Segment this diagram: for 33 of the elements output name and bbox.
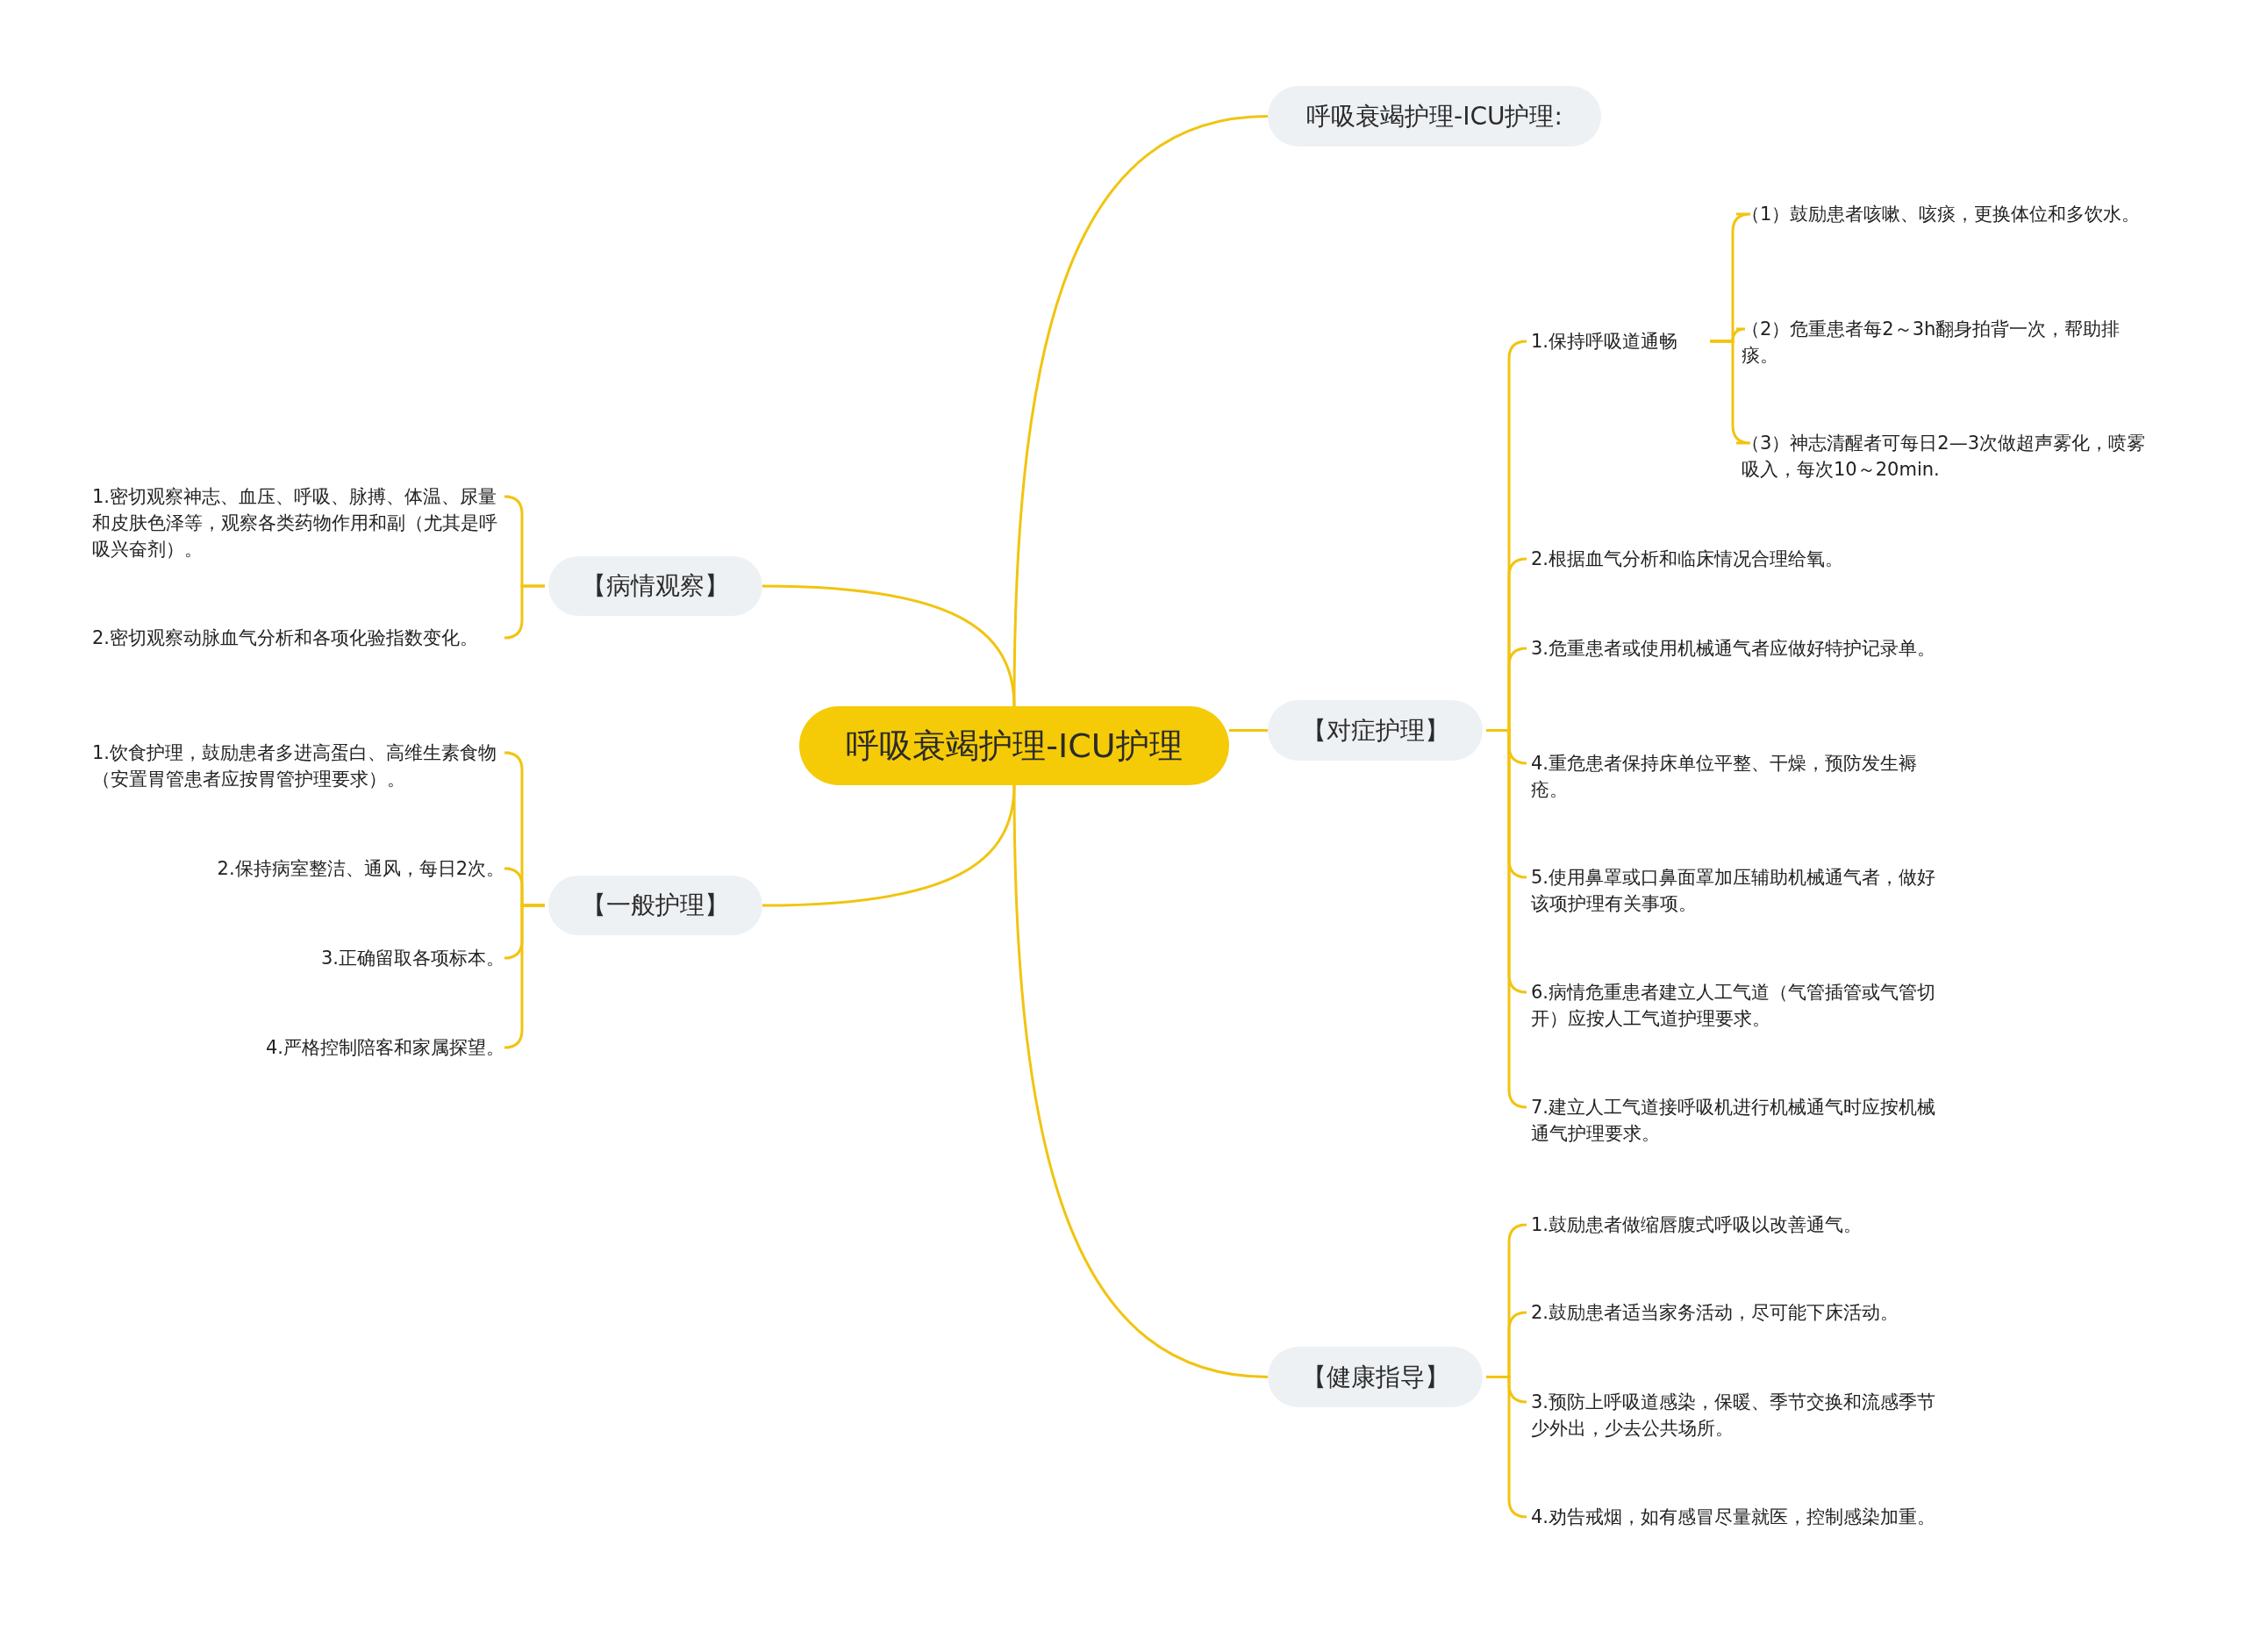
note-text: 3.预防上呼吸道感染，保暖、季节交换和流感季节少外出，少去公共场所。 [1531,1389,1952,1441]
topic-pill: 呼吸衰竭护理-ICU护理: [1268,86,1601,147]
note-text: 1.保持呼吸道通畅 [1531,328,1706,354]
note-text: 4.重危患者保持床单位平整、干燥，预防发生褥疮。 [1531,750,1952,803]
note-text: 2.根据血气分析和临床情况合理给氧。 [1531,546,1952,572]
note-text: （3）神志清醒者可每日2—3次做超声雾化，喷雾吸入，每次10～20min. [1742,430,2154,483]
note-text: 2.鼓励患者适当家务活动，尽可能下床活动。 [1531,1299,1952,1326]
topic-pill: 【对症护理】 [1268,700,1483,761]
branch-line [503,904,545,1049]
branch-line [1012,784,1269,1378]
note-text: 5.使用鼻罩或口鼻面罩加压辅助机械通气者，做好该项护理有关事项。 [1531,864,1952,917]
note-text: 2.密切观察动脉血气分析和各项化验指数变化。 [92,625,504,651]
note-text: 1.鼓励患者做缩唇腹式呼吸以改善通气。 [1531,1212,1952,1238]
branch-line [1229,729,1268,732]
note-text: （2）危重患者每2～3h翻身拍背一次，帮助排痰。 [1742,316,2154,368]
branch-line [503,584,545,640]
branch-line [762,584,1016,707]
note-text: 7.建立人工气道接呼吸机进行机械通气时应按机械通气护理要求。 [1531,1094,1952,1147]
note-text: 3.正确留取各项标本。 [320,945,504,971]
topic-pill: 【一般护理】 [548,876,762,935]
central-topic: 呼吸衰竭护理-ICU护理 [799,706,1229,785]
note-text: 4.严格控制陪客和家属探望。 [265,1034,504,1061]
note-text: 4.劝告戒烟，如有感冒尽量就医，控制感染加重。 [1531,1504,1952,1530]
note-text: （1）鼓励患者咳嗽、咳痰，更换体位和多饮水。 [1742,201,2154,227]
note-text: 1.密切观察神志、血压、呼吸、脉搏、体温、尿量和皮肤色泽等，观察各类药物作用和副（尤其是呼吸兴奋剂）。 [92,483,504,562]
topic-pill: 【病情观察】 [548,556,762,616]
note-text: 2.保持病室整洁、通风，每日2次。 [217,855,504,882]
note-text: 3.危重患者或使用机械通气者应做好特护记录单。 [1531,635,1952,662]
branch-line [762,784,1016,907]
topic-pill: 【健康指导】 [1268,1347,1483,1407]
note-text: 6.病情危重患者建立人工气道（气管插管或气管切开）应按人工气道护理要求。 [1531,979,1952,1032]
note-text: 1.饮食护理，鼓励患者多进高蛋白、高维生素食物（安置胃管患者应按胃管护理要求）。 [92,740,504,792]
branch-line [1710,340,1752,445]
